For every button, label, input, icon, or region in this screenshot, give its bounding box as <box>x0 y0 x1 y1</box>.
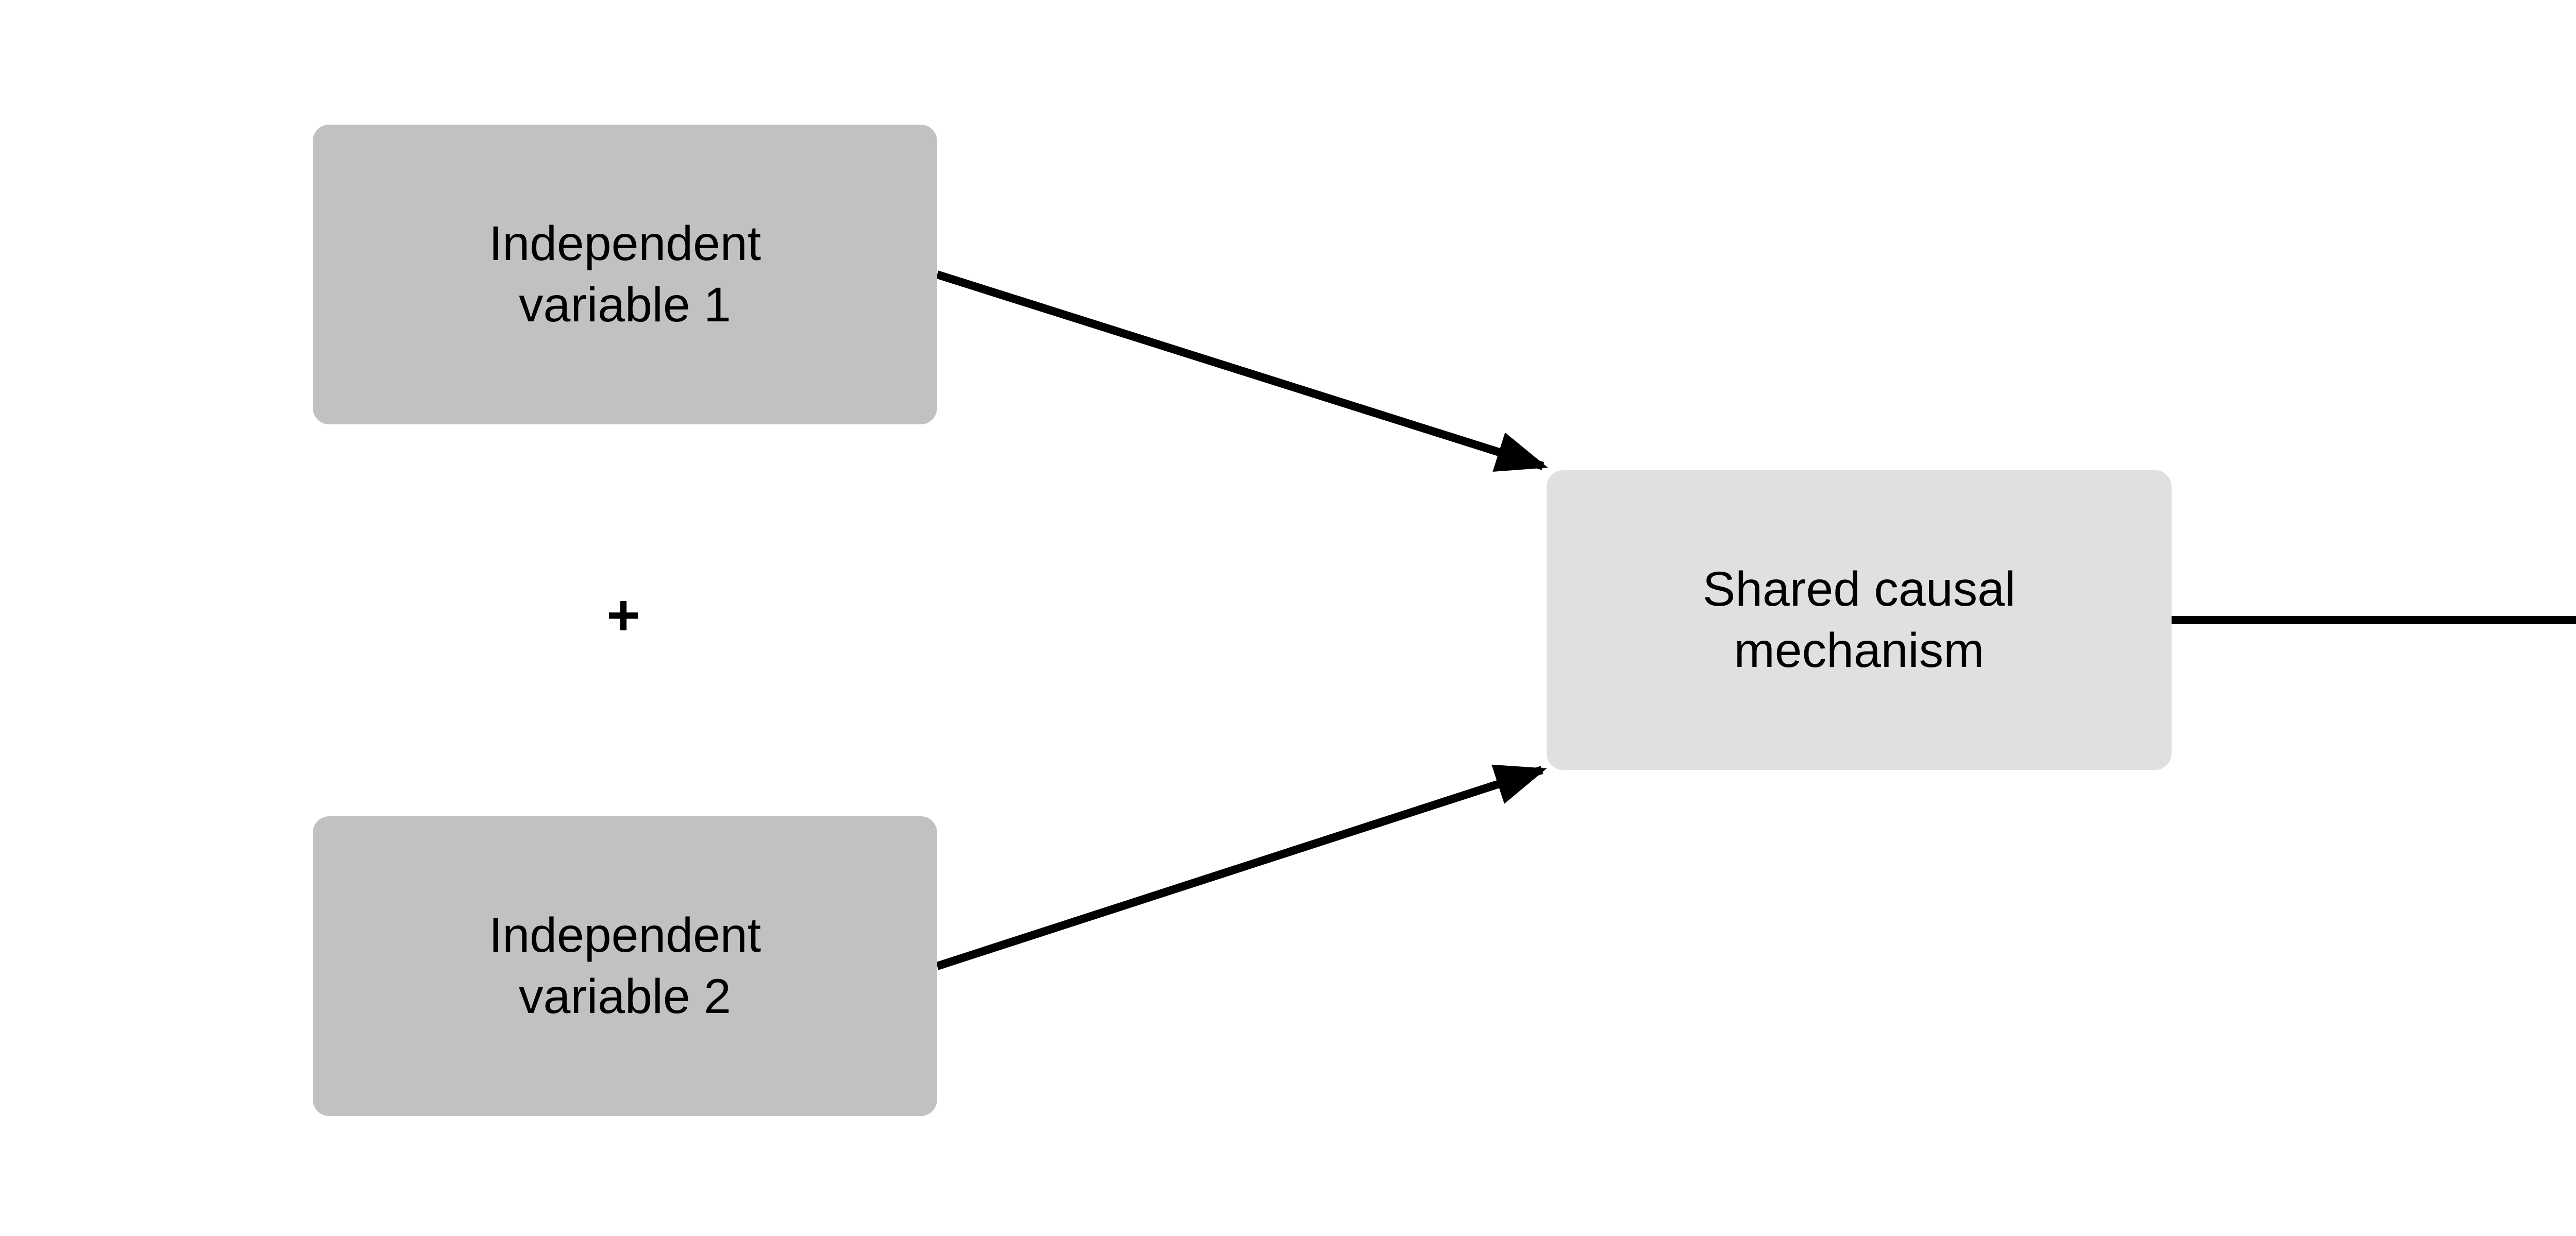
node-shared-causal-mechanism: Shared causal mechanism <box>1547 470 2172 770</box>
node-label: Independent variable 1 <box>488 216 761 332</box>
node-label: Shared causal mechanism <box>1702 562 2016 678</box>
arrow-iv1-to-shared <box>936 270 1548 472</box>
node-independent-variable-2: Independent variable 2 <box>313 816 937 1116</box>
node-label: Independent variable 2 <box>488 908 761 1024</box>
arrow-iv2-to-shared <box>936 764 1547 970</box>
plus-operator: + <box>606 583 640 647</box>
node-independent-variable-1: Independent variable 1 <box>313 125 937 424</box>
